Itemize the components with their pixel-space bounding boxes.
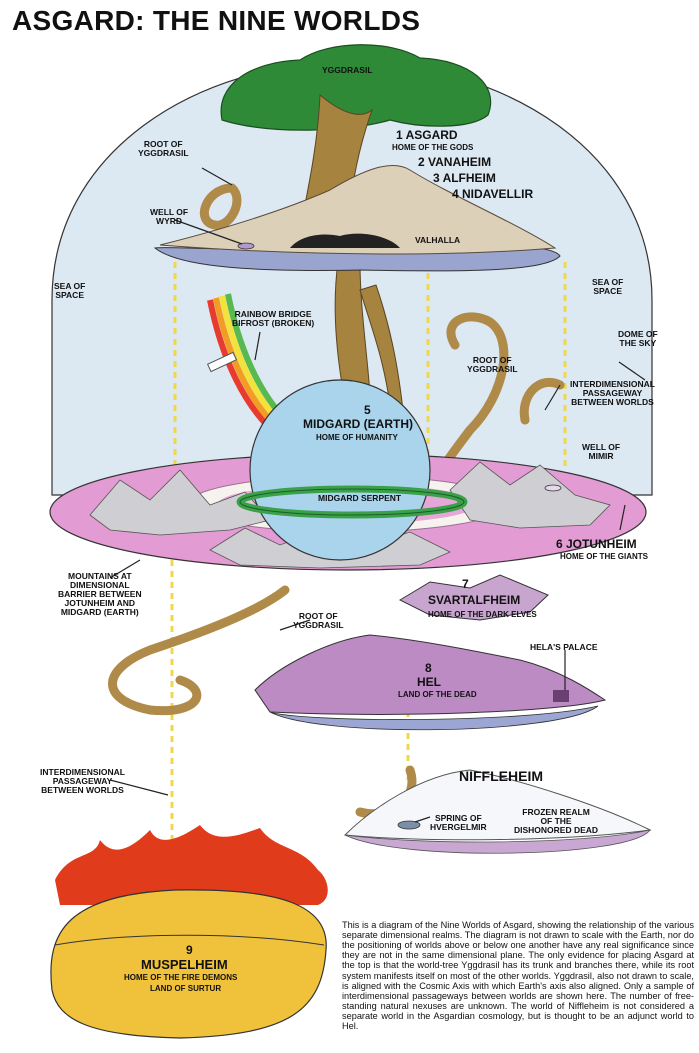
label-passage-low: INTERDIMENSIONAL PASSAGEWAY BETWEEN WORL… xyxy=(40,768,125,795)
caption-text: This is a diagram of the Nine Worlds of … xyxy=(342,920,694,1031)
label-midgard-sub: HOME OF HUMANITY xyxy=(316,434,398,442)
label-midgard-serpent: MIDGARD SERPENT xyxy=(318,494,401,503)
label-mountains: MOUNTAINS AT DIMENSIONAL BARRIER BETWEEN… xyxy=(58,572,142,617)
label-sea-left: SEA OF SPACE xyxy=(54,282,85,300)
label-spring: SPRING OF HVERGELMIR xyxy=(430,814,487,832)
label-bifrost: RAINBOW BRIDGE BIFROST (BROKEN) xyxy=(232,310,314,328)
label-asgard: 1 ASGARD xyxy=(396,129,458,142)
label-hel: HEL xyxy=(417,676,441,689)
label-midgard-num: 5 xyxy=(364,404,371,417)
label-yggdrasil: YGGDRASIL xyxy=(322,66,373,75)
label-muspelheim: MUSPELHEIM xyxy=(141,958,228,972)
label-musp-sub2: LAND OF SURTUR xyxy=(150,985,221,993)
label-svartalfheim: SVARTALFHEIM xyxy=(428,594,520,607)
label-svart-sub: HOME OF THE DARK ELVES xyxy=(428,611,537,619)
page-title: ASGARD: THE NINE WORLDS xyxy=(12,6,420,35)
label-niffleheim: NIFFLEHEIM xyxy=(459,769,543,784)
muspelheim-land xyxy=(51,825,328,1038)
label-well-wyrd: WELL OF WYRD xyxy=(150,208,188,226)
label-jotunheim-sub: HOME OF THE GIANTS xyxy=(560,553,648,561)
label-musp-sub1: HOME OF THE FIRE DEMONS xyxy=(124,974,237,982)
label-midgard: MIDGARD (EARTH) xyxy=(303,418,413,431)
label-helas-palace: HELA'S PALACE xyxy=(530,643,598,652)
label-frozen-realm: FROZEN REALM OF THE DISHONORED DEAD xyxy=(514,808,598,835)
label-sea-right: SEA OF SPACE xyxy=(592,278,623,296)
label-valhalla: VALHALLA xyxy=(415,236,460,245)
label-svart-num: 7 xyxy=(462,578,469,591)
label-jotunheim: 6 JOTUNHEIM xyxy=(556,538,637,551)
label-vanaheim: 2 VANAHEIM xyxy=(418,156,491,169)
label-asgard-sub: HOME OF THE GODS xyxy=(392,144,473,152)
label-hel-num: 8 xyxy=(425,662,432,675)
label-passage-mid: INTERDIMENSIONAL PASSAGEWAY BETWEEN WORL… xyxy=(570,380,655,407)
label-dome-sky: DOME OF THE SKY xyxy=(618,330,658,348)
label-nidavellir: 4 NIDAVELLIR xyxy=(452,188,533,201)
label-alfheim: 3 ALFHEIM xyxy=(433,172,496,185)
label-root-low: ROOT OF YGGDRASIL xyxy=(293,612,344,630)
label-musp-num: 9 xyxy=(186,944,193,957)
label-well-mimir: WELL OF MIMIR xyxy=(582,443,620,461)
label-root-top: ROOT OF YGGDRASIL xyxy=(138,140,189,158)
label-root-mid: ROOT OF YGGDRASIL xyxy=(467,356,518,374)
label-hel-sub: LAND OF THE DEAD xyxy=(398,691,477,699)
